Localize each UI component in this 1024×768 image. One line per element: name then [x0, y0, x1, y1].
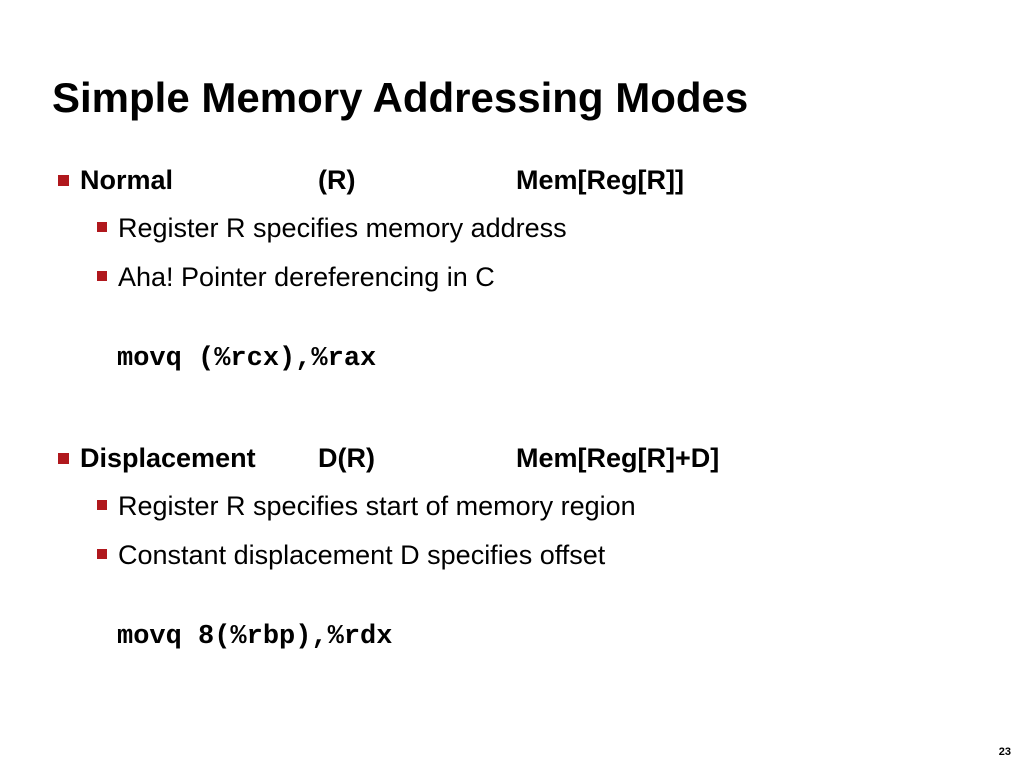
code-example: movq 8(%rbp),%rdx — [117, 622, 393, 652]
list-item: Aha! Pointer dereferencing in C — [0, 260, 1024, 294]
bullet-text: Constant displacement D specifies offset — [118, 540, 606, 570]
list-item: Constant displacement D specifies offset — [0, 538, 1024, 572]
bullet-text: Register R specifies memory address — [118, 213, 567, 243]
page-number: 23 — [998, 746, 1011, 758]
mode-heading-displacement: Displacement D(R) Mem[Reg[R]+D] — [0, 440, 1024, 476]
square-bullet-icon — [97, 500, 107, 510]
square-bullet-icon — [97, 222, 107, 232]
bullet-text: Register R specifies start of memory reg… — [118, 491, 636, 521]
mode-semantics: Mem[Reg[R]] — [516, 165, 684, 195]
mode-syntax: D(R) — [318, 443, 375, 473]
mode-semantics: Mem[Reg[R]+D] — [516, 443, 720, 473]
mode-name: Displacement — [80, 443, 256, 473]
square-bullet-icon — [97, 549, 107, 559]
square-bullet-icon — [58, 175, 69, 186]
bullet-text: Aha! Pointer dereferencing in C — [118, 262, 495, 292]
mode-name: Normal — [80, 165, 174, 195]
mode-heading-normal: Normal (R) Mem[Reg[R]] — [0, 162, 1024, 198]
square-bullet-icon — [97, 271, 107, 281]
mode-syntax: (R) — [318, 165, 356, 195]
code-example: movq (%rcx),%rax — [117, 344, 377, 374]
list-item: Register R specifies start of memory reg… — [0, 489, 1024, 523]
list-item: Register R specifies memory address — [0, 211, 1024, 245]
page-title: Simple Memory Addressing Modes — [52, 74, 749, 121]
square-bullet-icon — [58, 453, 69, 464]
